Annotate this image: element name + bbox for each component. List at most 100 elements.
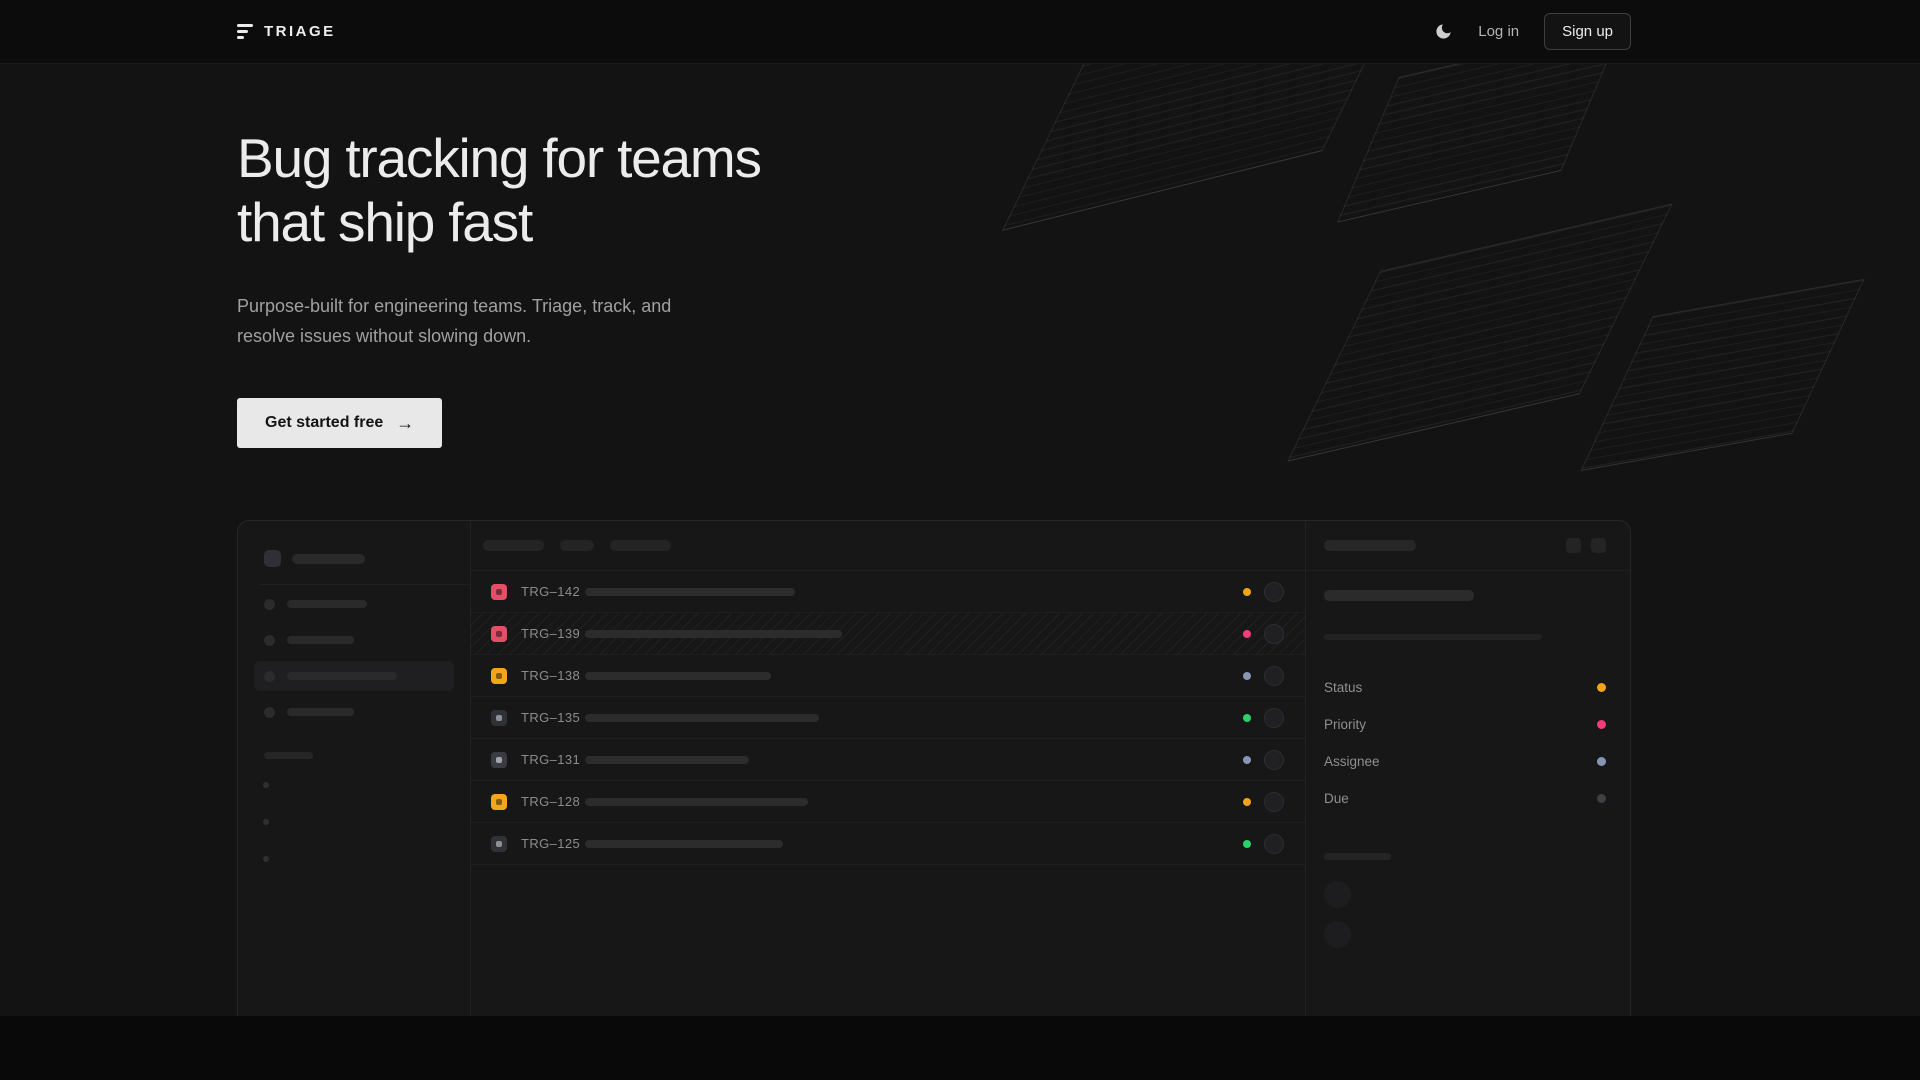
filter-pill-skeleton: [483, 540, 544, 551]
issue-row-meta: [1243, 666, 1284, 686]
wireframe-slab: [1581, 279, 1865, 471]
section-label-skeleton: [264, 752, 313, 759]
navbar: TRIAGE Log in Sign up: [0, 0, 1920, 64]
hero-subtitle-line2: resolve issues without slowing down.: [237, 326, 531, 346]
issue-type-icon-glyph: [496, 589, 502, 595]
detail-body: Status Priority Assignee Due: [1306, 571, 1630, 948]
issue-title-skeleton: [585, 588, 795, 596]
issue-id: TRG–142: [521, 584, 585, 599]
navbar-actions: Log in Sign up: [1433, 13, 1631, 50]
issue-type-icon: [491, 668, 507, 684]
nav-item-skeleton-active: [254, 661, 454, 691]
get-started-button[interactable]: Get started free →: [237, 398, 442, 448]
issue-id: TRG–128: [521, 794, 585, 809]
issue-row: TRG–128: [471, 781, 1305, 823]
issue-detail-panel: Status Priority Assignee Due: [1306, 521, 1630, 1017]
issue-status-dot: [1243, 798, 1251, 806]
filter-pill-skeleton: [610, 540, 671, 551]
triage-logo-icon: [237, 24, 253, 39]
login-link[interactable]: Log in: [1478, 23, 1519, 40]
brand-logo[interactable]: TRIAGE: [237, 23, 336, 40]
issue-id: TRG–138: [521, 668, 585, 683]
nav-item-skeleton: [254, 586, 454, 622]
get-started-label: Get started free: [265, 414, 383, 432]
detail-field-value-dot: [1597, 683, 1606, 692]
detail-field-value-dot: [1597, 720, 1606, 729]
issue-row-meta: [1243, 582, 1284, 602]
issue-rows: TRG–142 TRG–139: [471, 571, 1305, 865]
detail-field-label: Priority: [1324, 717, 1366, 732]
detail-action-icon: [1591, 538, 1606, 553]
issue-id: TRG–125: [521, 836, 585, 851]
detail-field-label: Due: [1324, 791, 1349, 806]
detail-header-actions: [1566, 538, 1606, 553]
issue-assignee-avatar: [1264, 708, 1284, 728]
dot-skeleton: [263, 819, 269, 825]
issue-type-icon: [491, 584, 507, 600]
nav-item-label-skeleton: [287, 600, 367, 608]
avatar-skeleton: [1324, 881, 1351, 908]
brand-name: TRIAGE: [264, 23, 336, 40]
detail-field-row: Assignee: [1324, 743, 1606, 780]
issue-row: TRG–135: [471, 697, 1305, 739]
hero-title: Bug tracking for teams that ship fast: [237, 126, 761, 254]
issue-status-dot: [1243, 630, 1251, 638]
issue-list-toolbar: [471, 521, 1305, 571]
issue-assignee-avatar: [1264, 582, 1284, 602]
issue-type-icon-glyph: [496, 631, 502, 637]
issue-type-icon-glyph: [496, 841, 502, 847]
wireframe-slab: [1287, 203, 1672, 461]
issue-type-icon-glyph: [496, 715, 502, 721]
issue-status-dot: [1243, 840, 1251, 848]
issue-list-panel: TRG–142 TRG–139: [471, 521, 1306, 1017]
arrow-right-icon: →: [396, 413, 414, 434]
issue-id: TRG–131: [521, 752, 585, 767]
detail-field-label: Status: [1324, 680, 1362, 695]
sidebar-nav-skeleton: [238, 585, 470, 730]
issue-status-dot: [1243, 756, 1251, 764]
hero-subtitle-line1: Purpose-built for engineering teams. Tri…: [237, 296, 671, 316]
issue-type-icon: [491, 710, 507, 726]
detail-field-row: Priority: [1324, 706, 1606, 743]
nav-item-icon: [264, 671, 275, 682]
issue-title-skeleton: [585, 798, 808, 806]
issue-title-skeleton: [585, 840, 783, 848]
detail-header: [1306, 521, 1630, 571]
issue-row: TRG–142: [471, 571, 1305, 613]
avatar-skeleton: [1324, 921, 1351, 948]
detail-section-skeleton: [1324, 853, 1391, 860]
footer: [0, 1016, 1920, 1080]
issue-title-skeleton: [585, 756, 749, 764]
issue-type-icon: [491, 626, 507, 642]
issue-row: TRG–125: [471, 823, 1305, 865]
theme-toggle-moon-icon[interactable]: [1433, 22, 1453, 42]
preview-sidebar: [238, 521, 471, 1017]
nav-item-label-skeleton: [287, 636, 354, 644]
issue-status-dot: [1243, 588, 1251, 596]
issue-id: TRG–139: [521, 626, 585, 641]
detail-title-skeleton: [1324, 540, 1416, 551]
hero-title-line1: Bug tracking for teams: [237, 127, 761, 189]
signup-button[interactable]: Sign up: [1544, 13, 1631, 50]
hero-title-line2: that ship fast: [237, 191, 532, 253]
issue-id: TRG–135: [521, 710, 585, 725]
issue-status-dot: [1243, 714, 1251, 722]
issue-row-meta: [1243, 834, 1284, 854]
issue-type-icon: [491, 836, 507, 852]
issue-row-meta: [1243, 750, 1284, 770]
nav-item-label-skeleton: [287, 672, 397, 680]
workspace-header: [238, 521, 470, 584]
issue-status-dot: [1243, 672, 1251, 680]
detail-field-value-dot: [1597, 794, 1606, 803]
issue-title-skeleton: [585, 630, 842, 638]
detail-field-label: Assignee: [1324, 754, 1380, 769]
detail-heading-skeleton: [1324, 590, 1474, 601]
detail-field-row: Status: [1324, 669, 1606, 706]
detail-fields: Status Priority Assignee Due: [1324, 669, 1606, 817]
issue-row: TRG–131: [471, 739, 1305, 781]
nav-item-icon: [264, 635, 275, 646]
issue-type-icon-glyph: [496, 757, 502, 763]
issue-type-icon-glyph: [496, 673, 502, 679]
issue-row: TRG–139: [471, 613, 1305, 655]
issue-type-icon-glyph: [496, 799, 502, 805]
